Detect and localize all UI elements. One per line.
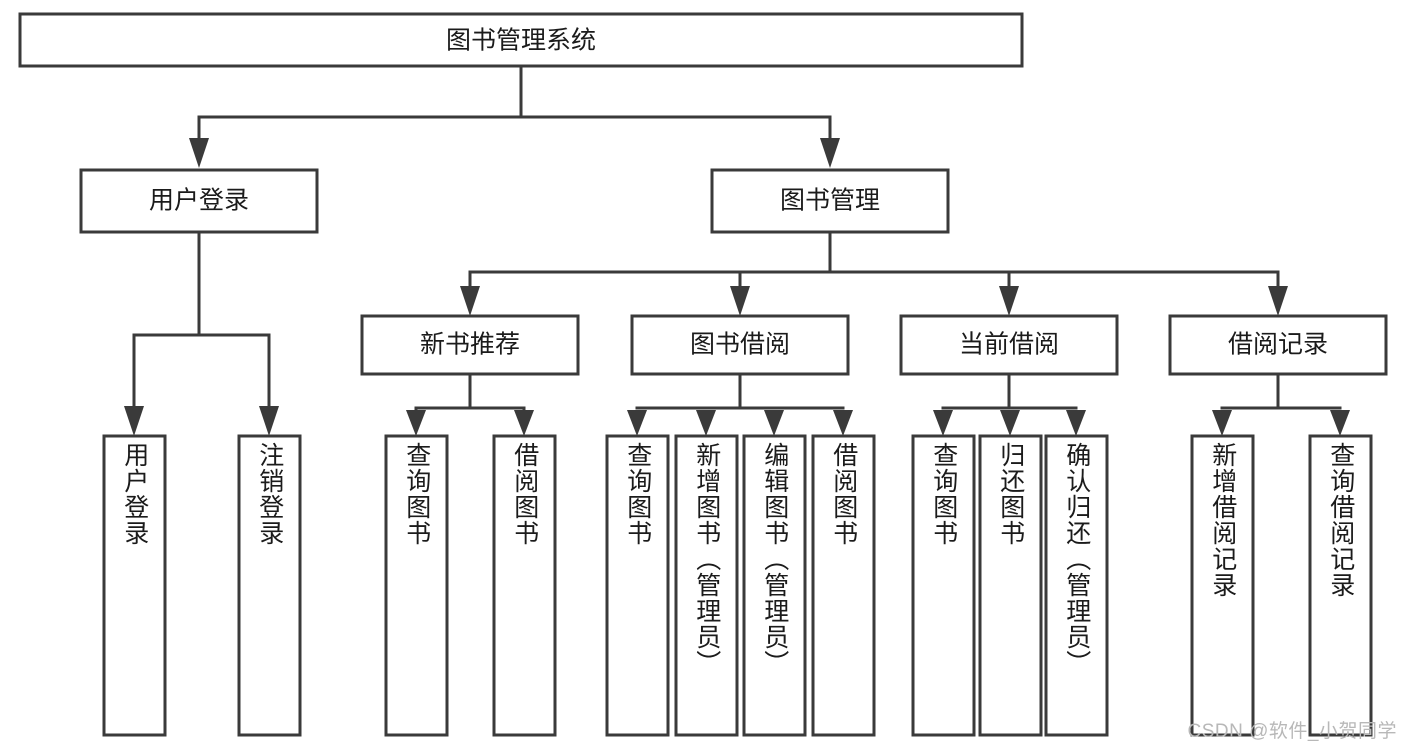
node-book-borrow[interactable]: 图书借阅 xyxy=(630,314,850,376)
node-label-book-borrow: 图书借阅 xyxy=(690,331,790,359)
arrow-head-book-borrow xyxy=(730,286,750,316)
node-borrow-records[interactable]: 借阅记录 xyxy=(1168,314,1388,376)
arrow-head-cb-query-books xyxy=(933,410,953,436)
node-label-root: 图书管理系统 xyxy=(446,27,596,55)
leaf-box-br-query-record[interactable] xyxy=(1308,434,1373,737)
leaf-box-logout[interactable] xyxy=(237,434,302,737)
node-current-borrow[interactable]: 当前借阅 xyxy=(899,314,1119,376)
arrow-head-user-login xyxy=(189,138,209,168)
leaf-node-nb-query-books[interactable]: 查询图书 xyxy=(384,434,449,737)
node-user-login[interactable]: 用户登录 xyxy=(79,168,319,234)
arrow-head-nb-query-books xyxy=(406,410,426,436)
node-box-book-management[interactable] xyxy=(710,168,950,234)
leaf-label-user-login: 用户登录 xyxy=(120,442,149,546)
leaf-box-bb-query-books[interactable] xyxy=(605,434,670,737)
leaf-label-br-add-record: 新增借阅记录 xyxy=(1208,442,1237,598)
leaf-node-bb-borrow-book[interactable]: 借阅图书 xyxy=(811,434,876,737)
node-label-book-management: 图书管理 xyxy=(780,187,880,215)
leaf-node-logout[interactable]: 注销登录 xyxy=(237,434,302,737)
arrow-head-cb-return-book xyxy=(1000,410,1020,436)
leaf-label-nb-borrow-books: 借阅图书 xyxy=(510,442,539,546)
leaf-box-nb-query-books[interactable] xyxy=(384,434,449,737)
node-label-new-book-recommend: 新书推荐 xyxy=(420,331,520,359)
arrow-head-borrow-records xyxy=(1268,286,1288,316)
leaf-label-nb-query-books: 查询图书 xyxy=(402,442,431,546)
leaf-label-bb-edit-book: 编辑图书（管理员） xyxy=(760,442,789,676)
leaf-node-user-login[interactable]: 用户登录 xyxy=(102,434,167,737)
leaf-box-nb-borrow-books[interactable] xyxy=(492,434,557,737)
arrow-head-book-mgmt xyxy=(820,138,840,168)
leaf-box-bb-borrow-book[interactable] xyxy=(811,434,876,737)
leaf-box-cb-return-book[interactable] xyxy=(978,434,1043,737)
connector-group-user-login xyxy=(124,230,279,436)
leaf-label-cb-query-books: 查询图书 xyxy=(929,442,958,546)
arrow-head-new-books xyxy=(460,286,480,316)
leaf-node-bb-edit-book[interactable]: 编辑图书（管理员） xyxy=(742,434,807,737)
leaf-box-bb-edit-book[interactable] xyxy=(742,434,807,737)
leaf-label-logout: 注销登录 xyxy=(255,442,284,546)
leaf-label-cb-return-book: 归还图书 xyxy=(996,442,1025,546)
node-box-borrow-records[interactable] xyxy=(1168,314,1388,376)
node-box-book-borrow[interactable] xyxy=(630,314,850,376)
leaf-node-cb-return-book[interactable]: 归还图书 xyxy=(978,434,1043,737)
arrow-head-bb-borrow-book xyxy=(833,410,853,436)
node-box-user-login[interactable] xyxy=(79,168,319,234)
leaf-label-bb-add-book: 新增图书（管理员） xyxy=(692,442,721,676)
connector-group-book-mgmt xyxy=(460,230,1288,316)
leaf-node-bb-add-book[interactable]: 新增图书（管理员） xyxy=(674,434,739,737)
leaf-box-cb-confirm-return[interactable] xyxy=(1044,434,1109,737)
node-box-new-book-recommend[interactable] xyxy=(360,314,580,376)
arrow-head-cb-confirm-return xyxy=(1066,410,1086,436)
leaf-node-br-query-record[interactable]: 查询借阅记录 xyxy=(1308,434,1373,737)
leaf-label-bb-borrow-book: 借阅图书 xyxy=(829,442,858,546)
node-book-management[interactable]: 图书管理 xyxy=(710,168,950,234)
leaf-node-cb-query-books[interactable]: 查询图书 xyxy=(911,434,976,737)
arrow-head-bb-edit-book xyxy=(764,410,784,436)
connector-group-book-borrow xyxy=(627,372,853,436)
node-label-current-borrow: 当前借阅 xyxy=(959,331,1059,359)
leaf-label-bb-query-books: 查询图书 xyxy=(623,442,652,546)
node-new-book-recommend[interactable]: 新书推荐 xyxy=(360,314,580,376)
node-box-current-borrow[interactable] xyxy=(899,314,1119,376)
arrow-head-leaf-logout xyxy=(259,406,279,436)
arrow-head-nb-borrow-books xyxy=(514,410,534,436)
leaf-box-bb-add-book[interactable] xyxy=(674,434,739,737)
leaf-node-br-add-record[interactable]: 新增借阅记录 xyxy=(1190,434,1255,737)
connector-group-new-books xyxy=(406,372,534,436)
leaf-box-user-login[interactable] xyxy=(102,434,167,737)
node-root-book-management-system[interactable]: 图书管理系统 xyxy=(18,12,1024,68)
leaf-label-cb-confirm-return: 确认归还（管理员） xyxy=(1062,442,1091,676)
leaf-node-bb-query-books[interactable]: 查询图书 xyxy=(605,434,670,737)
arrow-head-current-borrow xyxy=(999,286,1019,316)
arrow-head-bb-add-book xyxy=(696,410,716,436)
csdn-watermark: CSDN @软件_小贺同学 xyxy=(1187,721,1397,742)
connector-group-root xyxy=(189,64,840,168)
node-label-user-login: 用户登录 xyxy=(149,187,249,215)
node-box-root[interactable] xyxy=(18,12,1024,68)
node-label-borrow-records: 借阅记录 xyxy=(1228,331,1328,359)
connector-group-current-borrow xyxy=(933,372,1086,436)
arrow-head-bb-query-books xyxy=(627,410,647,436)
leaf-node-cb-confirm-return[interactable]: 确认归还（管理员） xyxy=(1044,434,1109,737)
arrow-head-br-query-record xyxy=(1330,410,1350,436)
connector-group-borrow-records xyxy=(1212,372,1350,436)
arrow-head-leaf-user-login xyxy=(124,406,144,436)
leaf-box-cb-query-books[interactable] xyxy=(911,434,976,737)
arrow-head-br-add-record xyxy=(1212,410,1232,436)
leaf-label-br-query-record: 查询借阅记录 xyxy=(1326,442,1355,598)
leaf-box-br-add-record[interactable] xyxy=(1190,434,1255,737)
leaf-node-nb-borrow-books[interactable]: 借阅图书 xyxy=(492,434,557,737)
